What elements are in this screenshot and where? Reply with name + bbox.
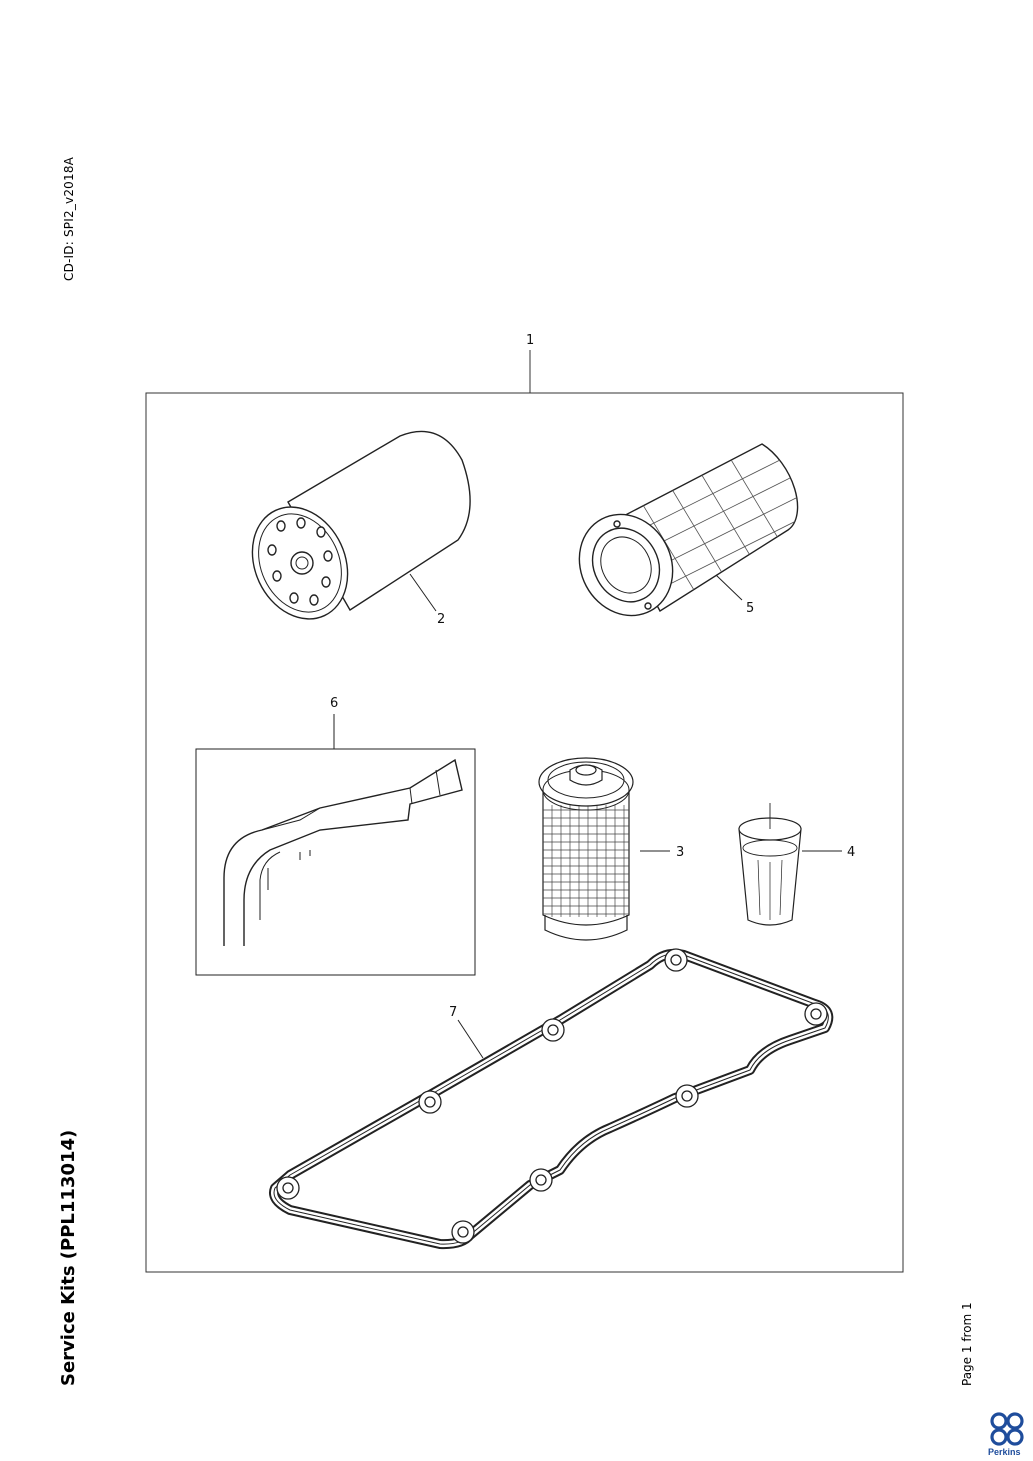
callout-4: 4: [847, 845, 855, 860]
oil-filter: [251, 430, 471, 620]
callout-2: 2: [437, 612, 445, 627]
detail-frame: [195, 714, 476, 976]
rocker-cover-gasket: [269, 948, 834, 1250]
fuel-filter-cartridge: [538, 757, 670, 941]
callout-7: 7: [449, 1005, 457, 1020]
callout-6: 6: [330, 696, 338, 711]
air-filter-element: [578, 443, 799, 617]
strainer-cup: [738, 803, 842, 926]
kit-frame: [145, 350, 904, 1273]
callout-1: 1: [526, 333, 534, 348]
callout-5: 5: [746, 601, 754, 616]
brand-name: Perkins: [988, 1447, 1021, 1457]
brand-logo-icon: [990, 1412, 1024, 1446]
callout-3: 3: [676, 845, 684, 860]
